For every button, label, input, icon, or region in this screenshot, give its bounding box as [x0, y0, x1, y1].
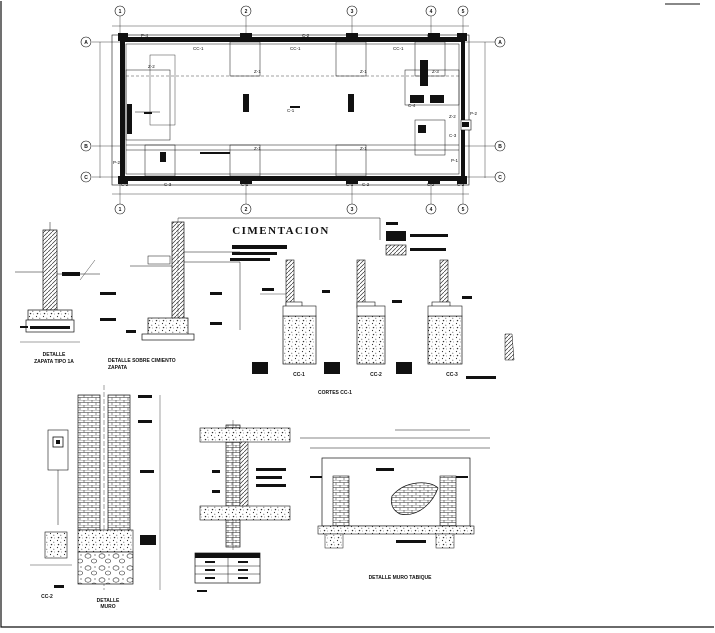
cc1-label: CC-1: [293, 372, 305, 378]
grid-right-B-bubble: [494, 140, 506, 152]
cc2-label: CC-2: [370, 372, 382, 378]
grid-left-B-label: B: [84, 144, 88, 150]
cortes-caption: CORTES CC-1: [318, 390, 352, 396]
grid-bottom-3-label: 3: [351, 207, 354, 213]
tabique-detail: [300, 429, 490, 549]
foundation-title: CIMENTACION: [232, 225, 330, 237]
plan-label-cc1: CC-1: [193, 46, 204, 51]
plan-label-z1: Z-1: [360, 146, 367, 151]
sobrecimiento-detail-caption: DETALLE SOBRE CIMIENTO ZAPATA: [108, 358, 176, 371]
plan-label-cc1: CC-1: [393, 46, 404, 51]
tabique-detail-caption: DETALLE MURO TABIQUE: [368, 575, 432, 581]
grid-bottom-4-label: 4: [430, 207, 433, 213]
corte-label: CC-2: [41, 594, 53, 600]
grid-top-4-bubble: [425, 5, 437, 17]
muro-detail: [30, 385, 161, 590]
plan-label-c2: C-2: [302, 33, 310, 38]
grid-top-3-label: 3: [351, 9, 354, 15]
columna-detail: [194, 420, 291, 592]
grid-top-1-bubble: [114, 5, 126, 17]
plan-label-p2: P-2: [470, 111, 478, 116]
grid-bottom-2-label: 2: [245, 207, 248, 213]
legend: [385, 222, 448, 256]
plan-label-p2: P-2: [113, 160, 121, 165]
grid-bottom-5-label: 5: [462, 207, 465, 213]
plan-label-c3: C-3: [449, 133, 457, 138]
grid-left-C-label: C: [84, 175, 88, 181]
plan-label-c1: C-1: [287, 108, 295, 113]
zapata-detail: [15, 222, 116, 343]
grid-top-2-bubble: [240, 5, 252, 17]
muro-detail-caption: DETALLE MURO: [96, 598, 120, 610]
zapata-detail-caption: DETALLE ZAPATA TIPO 1A: [34, 352, 74, 365]
plan-label-z3: Z-3: [432, 69, 439, 74]
plan-label-c1: C-1: [346, 182, 354, 187]
cc3-label: CC-3: [446, 372, 458, 378]
plan-label-c4: C-4: [408, 103, 416, 108]
grid-left-B-bubble: [80, 140, 92, 152]
grid-top-3-bubble: [346, 5, 358, 17]
plan-label-z1: Z-1: [254, 146, 261, 151]
grid-bottom-2-bubble: [240, 203, 252, 215]
grid-top-2-label: 2: [245, 9, 248, 15]
grid-right-C-bubble: [494, 171, 506, 183]
sobrecimiento-detail: [126, 217, 381, 341]
grid-bottom-3-bubble: [346, 203, 358, 215]
plan-label-c2: C-2: [362, 182, 370, 187]
grid-right-A-bubble: [494, 36, 506, 48]
plan-label-z2: Z-2: [148, 64, 155, 69]
plan-label-z2: Z-2: [449, 114, 456, 119]
plan-label-z1: Z-1: [360, 69, 367, 74]
grid-bottom-5-bubble: [457, 203, 469, 215]
plan-label-c2: C-2: [457, 182, 465, 187]
plan-label-c1: C-1: [346, 33, 354, 38]
grid-left-A-bubble: [80, 36, 92, 48]
grid-top-4-label: 4: [430, 9, 433, 15]
grid-bottom-1-bubble: [114, 203, 126, 215]
plan-label-c2: C-2: [121, 33, 129, 38]
plan-label-c1: C-1: [241, 182, 249, 187]
plan-label-c1: C-1: [241, 33, 249, 38]
grid-right-A-label: A: [498, 40, 502, 46]
foundation-plan: [92, 16, 495, 205]
plan-label-p1: P-1: [451, 158, 459, 163]
grid-top-1-label: 1: [119, 9, 122, 15]
plan-label-cc1: CC-1: [290, 46, 301, 51]
grid-right-B-label: B: [498, 144, 502, 150]
plan-label-c2: C-2: [457, 33, 465, 38]
grid-bottom-4-bubble: [425, 203, 437, 215]
plan-label-c2: C-2: [427, 182, 435, 187]
plan-label-c2: C-2: [427, 33, 435, 38]
grid-left-C-bubble: [80, 171, 92, 183]
cortes-cc: [252, 259, 515, 379]
grid-top-5-label: 5: [462, 9, 465, 15]
grid-right-C-label: C: [498, 175, 502, 181]
plan-label-p4: P-4: [141, 33, 149, 38]
grid-bottom-1-label: 1: [119, 207, 122, 213]
plan-label-z1: Z-1: [254, 69, 261, 74]
plan-label-c3: C-3: [164, 182, 172, 187]
plan-label-c2: C-2: [121, 182, 129, 187]
grid-left-A-label: A: [84, 40, 88, 46]
grid-top-5-bubble: [457, 5, 469, 17]
